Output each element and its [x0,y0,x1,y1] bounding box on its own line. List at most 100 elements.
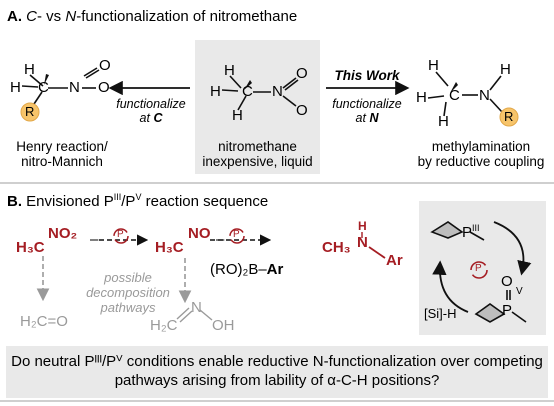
right-arrow-at: at [355,111,366,125]
question-box [6,346,548,398]
section-divider [0,182,554,184]
seq-minus-1: – [90,231,99,248]
nitromethane-o-bottom: O [296,102,308,119]
henry-o-top: O [99,57,111,74]
henry-h-top: H [24,61,35,78]
seq-product-ar: Ar [386,252,403,269]
section-b-label: B. [7,193,22,210]
seq-p-badge-1 [113,228,129,244]
seq-minus-2: – [216,231,225,248]
seq-p-badge-1-label: P [117,229,124,240]
methylamine-h-n: H [500,61,511,78]
methylamine-r-circle [499,107,519,127]
cycle-p-badge [470,261,488,279]
cycle-p-v-sup: V [516,286,523,297]
oxime-double-bond-b [176,307,190,320]
oxime-no-bond [199,309,213,321]
henry-r-circle [20,102,40,122]
henry-c: C [38,79,49,96]
section-b-title-slash: /P [121,193,136,210]
section-a-title-post: -functionalization of nitromethane [76,8,298,25]
boronic-ester-ar: Ar [266,261,284,278]
oxime-double-bond-a [179,310,193,323]
decomposition-label: possible decomposition pathways [78,270,178,315]
left-arrow-label: functionalize at C [110,97,192,125]
nitromethane-caption-line1: nitromethane [218,139,297,154]
nitromethane-caption-line2: inexpensive, liquid [202,154,313,169]
nitromethane-highlight-box [195,40,320,174]
decomposition-line2: decomposition [86,285,170,300]
seq-product-n: N [357,234,368,251]
methylamine-h-left: H [416,89,427,106]
henry-caption-line2: nitro-Mannich [21,154,103,169]
decomposition-line3: pathways [100,300,156,315]
methylamine-bonds [427,71,503,117]
this-work-label: This Work [334,68,400,83]
cycle-arrow-left [432,260,469,313]
henry-caption-line1: Henry reaction/ [16,139,108,154]
cycle-p-v: P [502,303,512,318]
seq-nitroso-no: NO [188,225,211,242]
methylamine-h-top: H [428,57,439,74]
seq-p-badge-2-label: P [233,229,240,240]
methylamine-r-label: R [504,109,514,124]
oxime-oh: OH [212,317,235,334]
cycle-p-v-atom: P [502,302,513,319]
formaldehyde: H₂C=O [20,313,68,330]
left-arrow-atom: C [153,111,163,125]
boronic-ester-prefix: (RO)₂B– [210,261,267,278]
section-b-title-post: reaction sequence [145,193,269,210]
seq-nitroso-h3c: H₃C [155,239,184,256]
section-a-title-mid: - vs [37,8,62,25]
section-b-title: B. Envisioned PIII/PV reaction sequence [7,192,269,210]
nitromethane-wedge [244,80,252,90]
section-a-label: A. [7,8,22,25]
seq-nitromethane-no2: NO₂ [48,225,78,242]
cycle-p-iii-sup: III [472,223,480,233]
cycle-arrow-right [493,221,532,276]
nitromethane-caption: nitromethane inexpensive, liquid [195,139,320,169]
seq-product-nh: H [358,219,367,233]
methylamine-caption: methylamination by reductive coupling [410,139,552,169]
nitromethane-o-top: O [296,65,308,82]
research-question: Do neutral Pᴵᴵᴵ/Pⱽ conditions enable red… [11,353,543,389]
left-arrow-line1: functionalize [116,97,186,111]
oxime-h2c: H₂C [150,317,178,334]
henry-o-right: O [98,79,110,96]
methylamine-n: N [479,87,490,104]
henry-wedge [44,74,49,85]
decomposition-line1: possible [104,270,152,285]
n-ar-bond [368,246,386,259]
left-arrow-at: at [139,111,150,125]
right-arrow-line1: functionalize [332,97,402,111]
seq-p-badge-2 [229,228,245,244]
right-arrow-label: functionalize at N [324,97,410,125]
boronic-ester: (RO)₂B–Ar [210,262,283,277]
section-b-sup-iii: III [113,192,122,202]
section-b-sup-v: V [135,192,142,202]
cycle-p-iii: PIII [462,223,480,241]
bottom-divider [0,400,554,402]
seq-product-ch3: CH₃ [322,239,351,256]
nitromethane-h-left: H [210,83,221,100]
right-arrow-atom: N [369,111,379,125]
phosphetane-iii-ring [430,221,485,241]
henry-caption: Henry reaction/ nitro-Mannich [2,139,122,169]
methylamine-h-bottom: H [438,113,449,130]
cycle-p-badge-label: P [475,263,482,274]
nitromethane-c: C [242,83,253,100]
henry-r-label: R [25,104,35,119]
section-a-title-n: N [65,8,77,25]
methylamine-caption-line1: methylamination [431,139,531,154]
henry-product-bonds [21,67,100,105]
methylamine-caption-line2: by reductive coupling [417,154,545,169]
nitromethane-n: N [272,83,283,100]
henry-n: N [69,79,80,96]
oxime-n: N [191,299,202,316]
seq-nitromethane-h3c: H₃C [16,239,45,256]
section-a-title: A. C- vs N-functionalization of nitromet… [7,9,297,24]
cycle-oxo: O [501,273,513,290]
nitromethane-bonds [221,75,299,111]
